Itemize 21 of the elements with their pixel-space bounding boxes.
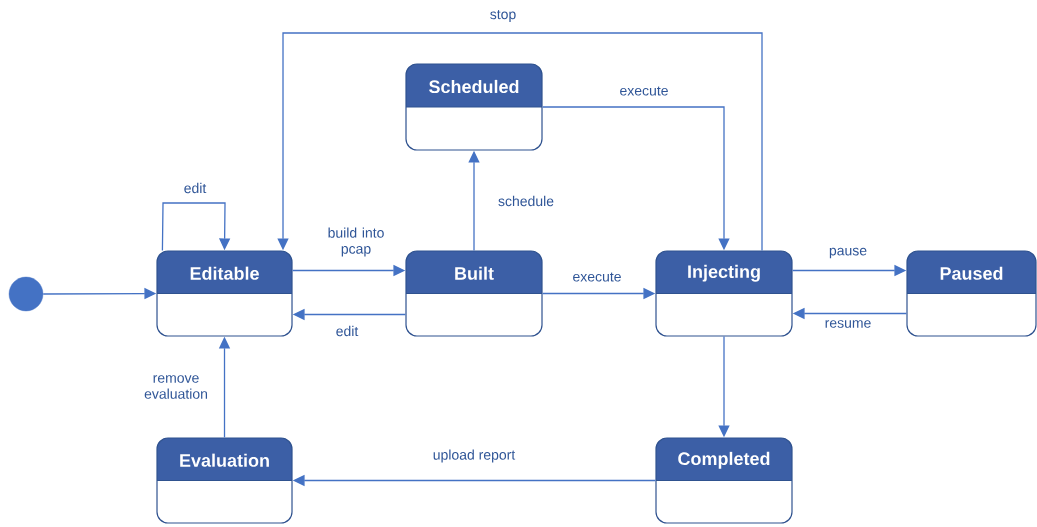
state-box: Scheduled [405, 63, 543, 151]
edge-label: execute [620, 86, 668, 96]
state-box: Editable [156, 250, 293, 337]
edge-label: build into pcap [328, 227, 384, 257]
state-box: Injecting [655, 250, 793, 337]
edge-label: remove evaluation [144, 375, 207, 399]
initial-state-dot [8, 276, 44, 312]
edge-label: pause [829, 247, 867, 259]
state-box: Completed [655, 437, 793, 524]
arrow [277, 32, 763, 252]
state-box: Built [405, 250, 543, 337]
edge-label: resume [825, 320, 871, 328]
arrow [161, 202, 231, 252]
edge-label: edit [336, 325, 359, 337]
edge-label: edit [184, 182, 207, 194]
edge-label: schedule [498, 195, 554, 207]
edge-label: execute [573, 272, 621, 282]
edge-label: stop [490, 10, 516, 22]
state-box: Evaluation [156, 437, 293, 524]
state-box: Paused [906, 250, 1037, 337]
edge-label: upload report [433, 449, 516, 463]
